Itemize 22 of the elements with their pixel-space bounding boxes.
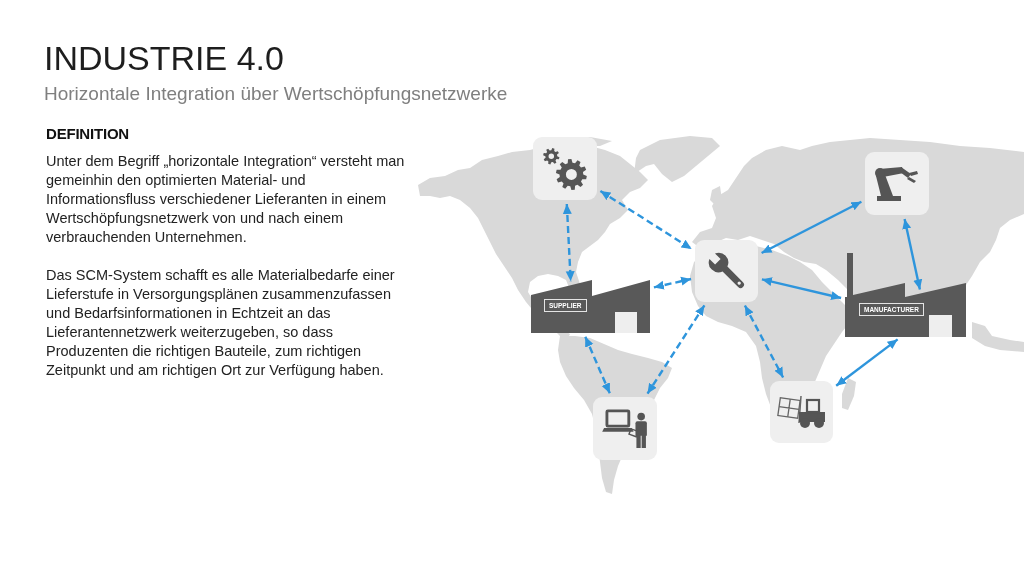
subtitle: Horizontale Integration über Wertschöpfungsnetzwerke [44, 82, 508, 106]
dashed-arrow [646, 304, 706, 395]
dashed-arrow [653, 276, 692, 290]
icon-tile [865, 152, 929, 215]
arrow [761, 200, 862, 255]
factory-building [531, 280, 651, 333]
icon-tile [533, 137, 597, 200]
dashed-arrow [599, 190, 693, 250]
dashed-arrow [743, 304, 785, 379]
icon-tile [695, 240, 758, 302]
factory-building [845, 253, 967, 337]
icon-tile [770, 381, 833, 443]
paragraph: Unter dem Begriff „horizontale Integration“ versteht man gemeinhin den optimierten Material- und Informationsfluss verschiedener Lieferanten in einem Wertschöpfungsnetzwerk von und nach einem verbrauchenden Unternehmen. [46, 152, 406, 247]
dashed-arrow [562, 203, 575, 282]
icon-tile [593, 397, 657, 460]
dashed-arrow [584, 336, 611, 394]
arrow [835, 338, 899, 387]
arrow [902, 218, 923, 290]
arrow [761, 277, 842, 301]
section-heading: DEFINITION [46, 125, 129, 143]
slide-title: INDUSTRIE 4.0 [44, 38, 284, 78]
paragraph: Das SCM-System schafft es alle Materialbedarfe einer Lieferstufe in Versorgungsplänen zusammenzufassen und Bedarfsinformationen in Echtzeit an das Lieferantennetzwerk weiterzugeben, so dass Produzenten die richtigen Bauteile, zum richtigen Zeitpunkt und am richtigen Ort zur Verfügung haben. [46, 266, 396, 380]
